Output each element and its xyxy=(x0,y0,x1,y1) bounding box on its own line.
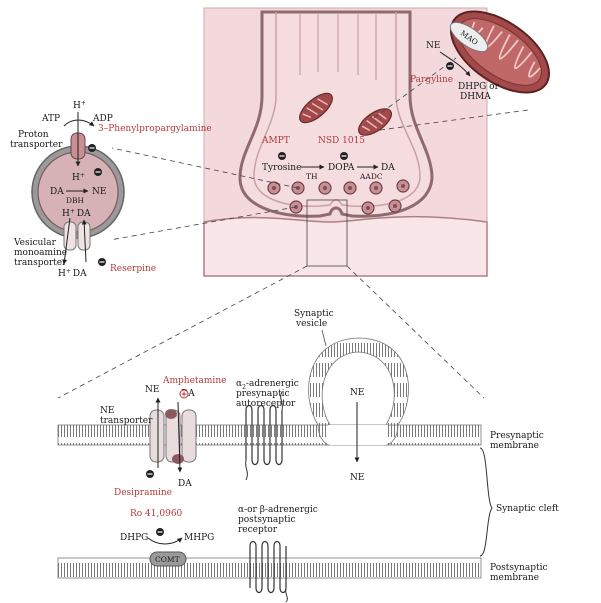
synaptic-vesicle-label-1: Synaptic xyxy=(294,309,334,319)
post-receptor-label-1: α-or β-adrenergic xyxy=(238,505,318,515)
ro-label: Ro 41,0960 xyxy=(130,509,183,519)
amphetamine-label: Amphetamine xyxy=(162,376,226,386)
terminal-vesicles xyxy=(267,179,410,215)
comt-label: COMT xyxy=(155,555,180,564)
released-ne-label: NE xyxy=(350,473,364,483)
mhpg-label: MHPG xyxy=(184,533,214,543)
synaptic-vesicle-label-2: vesicle xyxy=(295,319,327,329)
postsynaptic-membrane-label-1: Postsynaptic xyxy=(490,563,548,573)
vmat-label-1: Vesicular xyxy=(13,238,57,248)
phenylpropargylamine-label: 3–Phenylpropargylamine xyxy=(98,124,212,134)
ampt-label: AMPT xyxy=(261,136,290,146)
dopa-label: DOPA xyxy=(328,163,355,173)
presynaptic-membrane-label-1: Presynaptic xyxy=(490,431,544,441)
vesicle-ne-label: NE xyxy=(92,187,106,197)
post-receptor-label-3: receptor xyxy=(238,525,278,535)
bottom-h-da-label: H+DA xyxy=(58,268,87,279)
fusing-vesicle xyxy=(308,337,409,426)
vesicle-inset: H+ ATP ADP Proton transporter 3–Phenylpr… xyxy=(10,100,212,279)
net-ne-top-label: NE xyxy=(145,385,159,395)
comt-enzyme xyxy=(149,551,187,567)
synapse-panel: Synaptic vesicle NE NE NE DA Amphetamine… xyxy=(57,309,559,603)
reserpine-label: Reserpine xyxy=(110,264,156,274)
mito-ne-label: NE xyxy=(426,41,440,51)
h-inner-label: H+ xyxy=(72,172,85,183)
terminal-postsynaptic-cell xyxy=(203,215,488,277)
adp-label: ADP xyxy=(92,114,113,124)
mitochondrion-inset: MAO NE Pargyline DHPG or DHMA xyxy=(410,10,550,102)
mao-product-2: DHMA xyxy=(460,92,491,102)
alpha2-receptor xyxy=(245,404,283,466)
da-label: DA xyxy=(381,163,395,173)
mao-product-1: DHPG or xyxy=(458,82,500,92)
h-da-label: H+DA xyxy=(62,208,91,219)
synaptic-cleft-label: Synaptic cleft xyxy=(496,504,559,514)
vesicle-da-label: DA xyxy=(50,187,64,197)
desipramine-label: Desipramine xyxy=(114,488,172,498)
dhpg-label: DHPG xyxy=(120,533,148,543)
axon-terminal xyxy=(238,10,434,218)
postsynaptic-membrane xyxy=(57,557,482,579)
atp-label: ATP xyxy=(41,114,60,124)
postsynaptic-membrane-label-2: membrane xyxy=(490,573,539,583)
ne-transporter-label-1: NE xyxy=(100,406,114,416)
vesicle-ne-text: NE xyxy=(350,388,364,398)
net-da-bottom-label: DA xyxy=(178,479,192,489)
cleft-bracket xyxy=(479,447,493,557)
proton-transporter-label-2: transporter xyxy=(10,140,63,150)
zoom-region xyxy=(306,199,348,267)
ne-transporter xyxy=(149,409,197,464)
aadc-label: AADC xyxy=(359,172,383,181)
mitochondrion-left xyxy=(299,92,333,124)
h-top-label: H+ xyxy=(73,100,86,111)
nsd-label: NSD 1015 xyxy=(318,136,365,146)
vmat-label-3: transporter xyxy=(14,258,67,268)
pargyline-label: Pargyline xyxy=(410,75,453,85)
callout-lines xyxy=(57,57,529,399)
vmat-label-2: monoamine xyxy=(14,248,67,258)
mitochondrion-right xyxy=(358,108,392,136)
postsynaptic-receptor xyxy=(249,540,287,594)
presynaptic-membrane-label-2: membrane xyxy=(490,441,539,451)
post-receptor-label-2: postsynaptic xyxy=(238,515,296,525)
alpha2-label-3: autoreceptor xyxy=(236,399,296,409)
alpha2-label-1: α2-adrenergic xyxy=(236,379,299,391)
dbh-label: DBH xyxy=(66,196,85,205)
tyrosine-label: Tyrosine xyxy=(262,163,301,173)
terminal-panel: AMPT NSD 1015 Tyrosine DOPA DA TH AADC xyxy=(203,7,488,277)
proton-transporter-label-1: Proton xyxy=(18,130,49,140)
th-label: TH xyxy=(306,172,318,181)
alpha2-label-2: presynaptic xyxy=(236,389,290,399)
ne-transporter-label-2: transporter xyxy=(100,416,153,426)
